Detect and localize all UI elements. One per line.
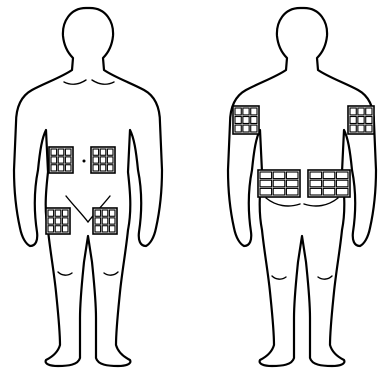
zone-cell [286, 172, 298, 179]
front-collarbone-right [92, 80, 114, 84]
front-body-view [14, 8, 162, 366]
zone-cell [55, 210, 61, 216]
front-collarbone-left [64, 80, 86, 84]
front-body-outline [14, 8, 162, 366]
zone-thigh-left [46, 208, 70, 234]
zone-abdomen-right [91, 147, 115, 173]
zone-cell [58, 165, 64, 171]
zone-cell [336, 180, 348, 187]
zone-cell [107, 157, 113, 163]
zone-cell [102, 226, 108, 232]
zone-abdomen-left [49, 147, 73, 173]
back-knee-right [318, 276, 332, 279]
zone-cell [310, 188, 322, 195]
zone-cell [107, 149, 113, 155]
zone-cell [251, 125, 257, 132]
zone-cell [286, 180, 298, 187]
zone-cell [243, 108, 249, 115]
zone-cell [48, 210, 54, 216]
zone-cell [93, 149, 99, 155]
zone-cell [243, 125, 249, 132]
zone-cell [48, 218, 54, 224]
zone-cell [95, 226, 101, 232]
zone-upper-arm-right [348, 106, 374, 134]
zone-cell [51, 149, 57, 155]
zone-cell [350, 117, 356, 124]
back-body-view [228, 8, 376, 366]
zone-cell [358, 108, 364, 115]
zone-cell [260, 172, 272, 179]
zone-cell [251, 117, 257, 124]
zone-buttock-left [258, 170, 300, 197]
zone-cell [358, 125, 364, 132]
zone-cell [251, 108, 257, 115]
zone-cell [235, 108, 241, 115]
zone-cell [102, 218, 108, 224]
zone-cell [62, 210, 68, 216]
zone-cell [93, 157, 99, 163]
zone-cell [93, 165, 99, 171]
zone-cell [95, 218, 101, 224]
zone-cell [235, 125, 241, 132]
zone-cell [323, 180, 335, 187]
zone-cell [235, 117, 241, 124]
zone-cell [366, 125, 372, 132]
zone-cell [100, 157, 106, 163]
zone-cell [100, 165, 106, 171]
zone-cell [336, 172, 348, 179]
back-knee-left [272, 276, 286, 279]
back-body-outline [228, 8, 376, 366]
zone-cell [358, 117, 364, 124]
front-knee-right [104, 272, 118, 275]
zone-cell [273, 172, 285, 179]
zone-cell [286, 188, 298, 195]
zone-thigh-right [93, 208, 117, 234]
zone-cell [323, 188, 335, 195]
zone-cell [107, 165, 113, 171]
injection-zones [46, 106, 374, 234]
zone-cell [273, 180, 285, 187]
zone-cell [273, 188, 285, 195]
zone-cell [65, 165, 71, 171]
zone-cell [48, 226, 54, 232]
back-buttock-crease-right [304, 198, 338, 206]
zone-cell [109, 226, 115, 232]
zone-cell [109, 218, 115, 224]
zone-cell [260, 180, 272, 187]
zone-cell [95, 210, 101, 216]
back-buttock-crease-left [266, 198, 300, 206]
zone-cell [55, 218, 61, 224]
zone-upper-arm-left [233, 106, 259, 134]
zone-cell [100, 149, 106, 155]
zone-cell [58, 149, 64, 155]
zone-cell [336, 188, 348, 195]
zone-cell [350, 108, 356, 115]
zone-cell [102, 210, 108, 216]
zone-cell [323, 172, 335, 179]
zone-cell [65, 149, 71, 155]
zone-cell [243, 117, 249, 124]
zone-cell [310, 180, 322, 187]
zone-buttock-right [308, 170, 350, 197]
zone-cell [366, 117, 372, 124]
zone-cell [62, 226, 68, 232]
zone-cell [51, 165, 57, 171]
navel-dot [83, 160, 86, 163]
zone-cell [62, 218, 68, 224]
zone-cell [260, 188, 272, 195]
zone-cell [366, 108, 372, 115]
zone-cell [55, 226, 61, 232]
zone-cell [51, 157, 57, 163]
zone-cell [58, 157, 64, 163]
front-knee-left [58, 272, 72, 275]
zone-cell [310, 172, 322, 179]
zone-cell [350, 125, 356, 132]
zone-cell [109, 210, 115, 216]
zone-cell [65, 157, 71, 163]
